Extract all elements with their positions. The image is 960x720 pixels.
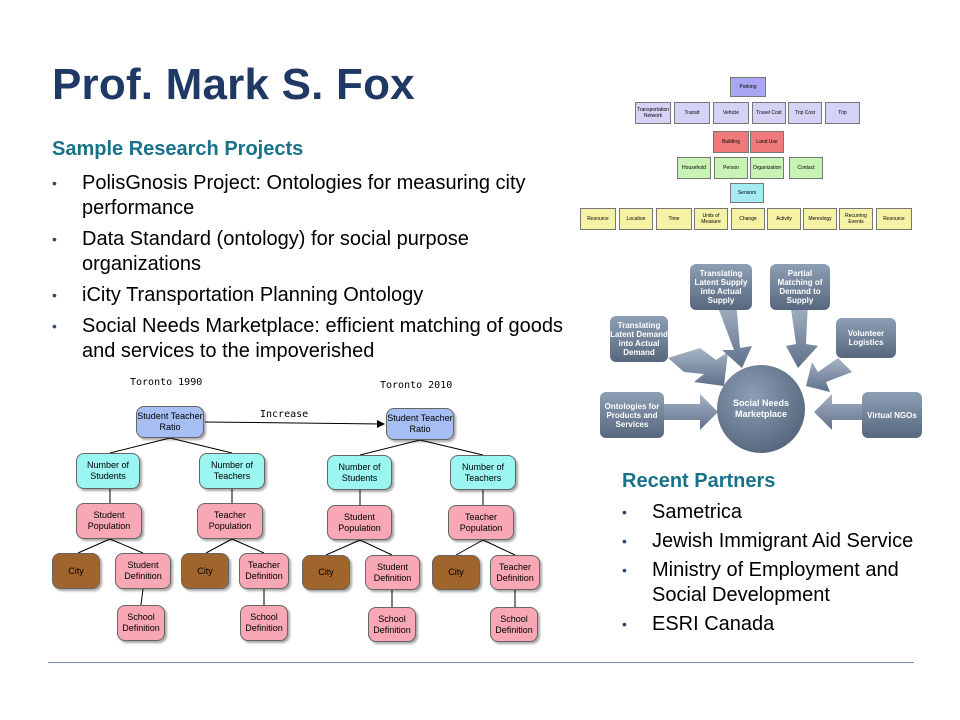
ont-row3-item: Household [677,157,711,179]
bullet-icon: • [622,533,627,549]
ont-row1-item: Travel Cost [752,102,786,124]
ont-row1-item: Transportation Network [635,102,671,124]
ont-row5-item: Change [731,208,765,230]
bullet-icon: • [622,616,627,632]
ont-row1-item: Vehicle [713,102,749,124]
list-item: • Social Needs Marketplace: efficient mat… [52,314,572,364]
city-node-1990b: City [181,553,229,589]
bullet-icon: • [622,562,627,578]
node-latent-demand: Translating Latent Demand into Actual De… [610,316,668,362]
node-ontologies: Ontologies for Products and Services [600,392,664,438]
ont-row5-item: Resource [580,208,616,230]
num-teachers-node-2010: Number of Teachers [450,455,516,490]
partner-text: Sametrica [652,501,743,523]
node-partial-matching: Partial Matching of Demand to Supply [770,264,830,310]
bullet-icon: • [52,318,57,334]
ont-row2-item: Building [713,131,749,153]
city-node-1990a: City [52,553,100,589]
project-text: PolisGnosis Project: Ontologies for meas… [82,172,526,219]
ont-row1-item: Trip Cost [788,102,822,124]
list-item: • Data Standard (ontology) for social pur… [52,227,572,277]
list-item: • Ministry of Employment and Social Devel… [622,558,942,608]
project-text: Data Standard (ontology) for social purp… [82,228,469,275]
project-text: Social Needs Marketplace: efficient matc… [82,315,564,362]
node-volunteer-logistics: Volunteer Logistics [836,318,896,358]
node-marketplace-center: Social Needs Marketplace [717,365,805,453]
num-students-node-2010: Number of Students [327,455,392,490]
teacher-pop-node-1990: Teacher Population [197,503,263,539]
school-def-node-1990a: School Definition [117,605,165,641]
bullet-icon: • [52,231,57,247]
ont-row5-item: Time [656,208,692,230]
node-virtual-ngos: Virtual NGOs [862,392,922,438]
ont-row5-item: Activity [767,208,801,230]
partner-text: ESRI Canada [652,613,775,635]
projects-list: • PolisGnosis Project: Ontologies for mea… [52,171,572,370]
increase-label: Increase [260,409,309,420]
bullet-icon: • [52,287,57,303]
ont-sensors: Sensors [730,183,764,203]
caption-1990: Toronto 1990 [130,377,203,388]
partners-list: • Sametrica • Jewish Immigrant Aid Service… [622,500,942,641]
student-pop-node-2010: Student Population [327,505,392,540]
num-students-node-1990: Number of Students [76,453,140,489]
caption-2010: Toronto 2010 [380,380,453,391]
ratio-node-2010: Student Teacher Ratio [386,408,454,440]
num-teachers-node-1990: Number of Teachers [199,453,265,489]
ont-row3-item: Contact [789,157,823,179]
ont-row3-item: Organization [750,157,784,179]
ratio-node-1990: Student Teacher Ratio [136,406,204,438]
ont-row5-item: Location [619,208,653,230]
student-pop-node-1990: Student Population [76,503,142,539]
node-latent-supply: Translating Latent Supply into Actual Su… [690,264,752,310]
project-text: iCity Transportation Planning Ontology [82,284,424,306]
teacher-def-node-1990: Teacher Definition [239,553,289,589]
student-def-node-1990: Student Definition [115,553,171,589]
ont-row5-item: Recurring Events [839,208,873,230]
footer-divider [48,662,914,663]
teacher-def-node-2010: Teacher Definition [490,555,540,590]
bullet-icon: • [622,504,627,520]
ont-row2-item: Land Use [750,131,784,153]
ont-row5-item: Resource [876,208,912,230]
list-item: • PolisGnosis Project: Ontologies for mea… [52,171,572,221]
school-def-node-2010a: School Definition [368,607,416,642]
student-def-node-2010: Student Definition [365,555,420,590]
city-node-2010a: City [302,555,350,590]
school-def-node-2010b: School Definition [490,607,538,642]
ont-row3-item: Person [714,157,748,179]
ont-parking: Parking [730,77,766,97]
school-def-node-1990b: School Definition [240,605,288,641]
projects-heading: Sample Research Projects [52,138,304,160]
partner-text: Jewish Immigrant Aid Service [652,530,914,552]
list-item: • Sametrica [622,500,942,525]
teacher-pop-node-2010: Teacher Population [448,505,514,540]
ont-row1-item: Trip [825,102,860,124]
bullet-icon: • [52,175,57,191]
partners-heading: Recent Partners [622,470,776,492]
list-item: • iCity Transportation Planning Ontology [52,283,572,308]
list-item: • Jewish Immigrant Aid Service [622,529,942,554]
partner-text: Ministry of Employment and Social Develo… [652,559,899,606]
ont-row5-item: Units of Measure [694,208,728,230]
ont-row5-item: Mereology [803,208,837,230]
city-node-2010b: City [432,555,480,590]
ont-row1-item: Transit [674,102,710,124]
list-item: • ESRI Canada [622,612,942,637]
slide-title: Prof. Mark S. Fox [52,60,415,109]
